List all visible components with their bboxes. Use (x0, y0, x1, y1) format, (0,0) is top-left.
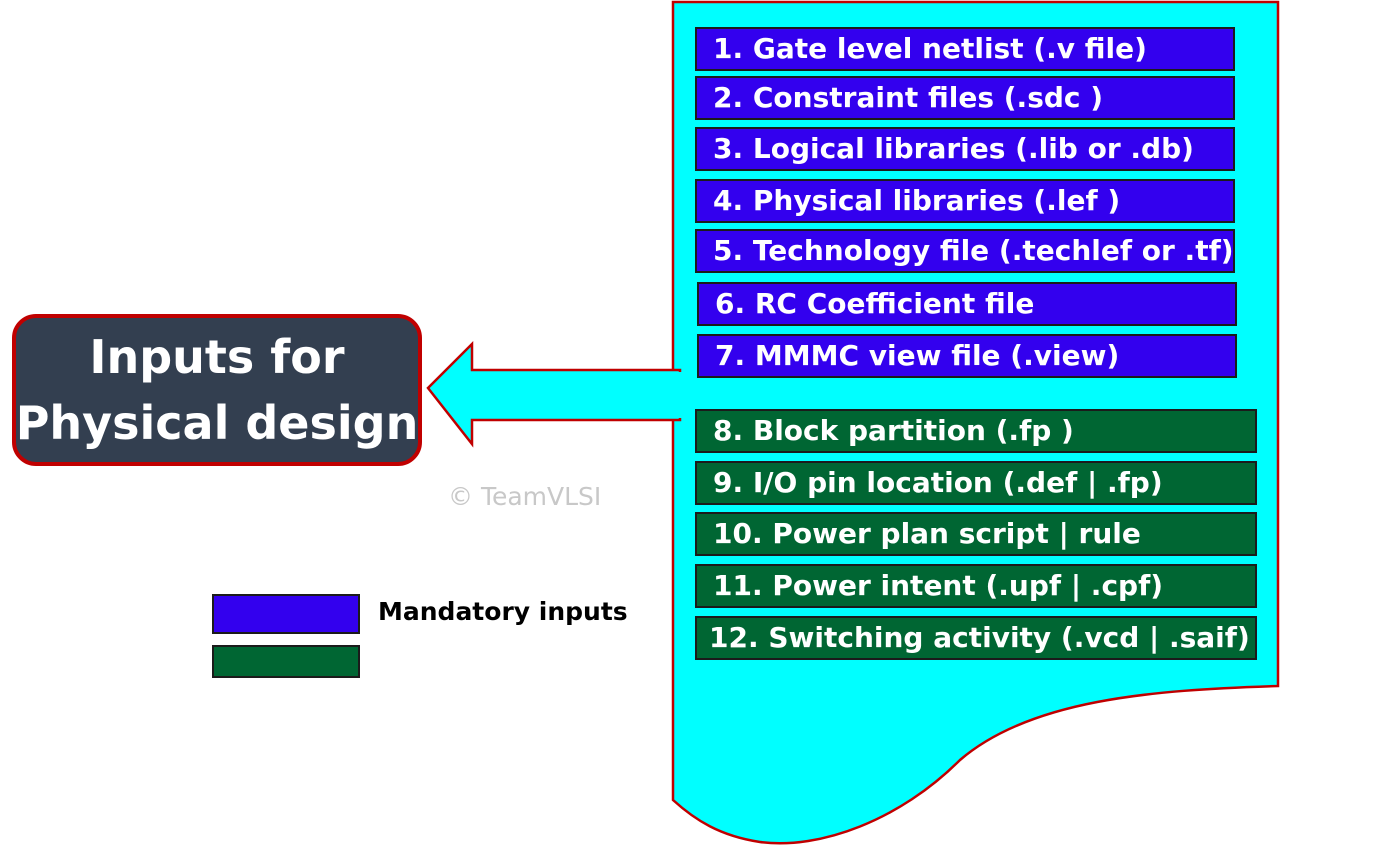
title-box: Inputs for Physical design (12, 314, 422, 466)
title-line-1: Inputs for (89, 330, 345, 384)
input-item-technology-file: 5. Technology file (.techlef or .tf) (695, 229, 1235, 273)
watermark: © TeamVLSI (448, 482, 602, 511)
legend-swatch-optional (212, 645, 360, 678)
input-item-block-partition: 8. Block partition (.fp ) (695, 409, 1257, 453)
legend-label-mandatory: Mandatory inputs (378, 597, 628, 626)
input-item-power-plan: 10. Power plan script | rule (695, 512, 1257, 556)
input-item-switching-activity: 12. Switching activity (.vcd | .saif) (695, 616, 1257, 660)
arrow-left (426, 340, 682, 448)
input-item-physical-libraries: 4. Physical libraries (.lef ) (695, 179, 1235, 223)
input-item-rc-coefficient: 6. RC Coefficient file (697, 282, 1237, 326)
arrow-document-join (668, 372, 682, 418)
legend-swatch-mandatory (212, 594, 360, 634)
input-item-logical-libraries: 3. Logical libraries (.lib or .db) (695, 127, 1235, 171)
input-item-constraint-files: 2. Constraint files (.sdc ) (695, 76, 1235, 120)
input-item-io-pin-location: 9. I/O pin location (.def | .fp) (695, 461, 1257, 505)
input-item-power-intent: 11. Power intent (.upf | .cpf) (695, 564, 1257, 608)
title-line-2: Physical design (15, 396, 419, 450)
input-item-gate-netlist: 1. Gate level netlist (.v file) (695, 27, 1235, 71)
input-item-mmmc-view: 7. MMMC view file (.view) (697, 334, 1237, 378)
